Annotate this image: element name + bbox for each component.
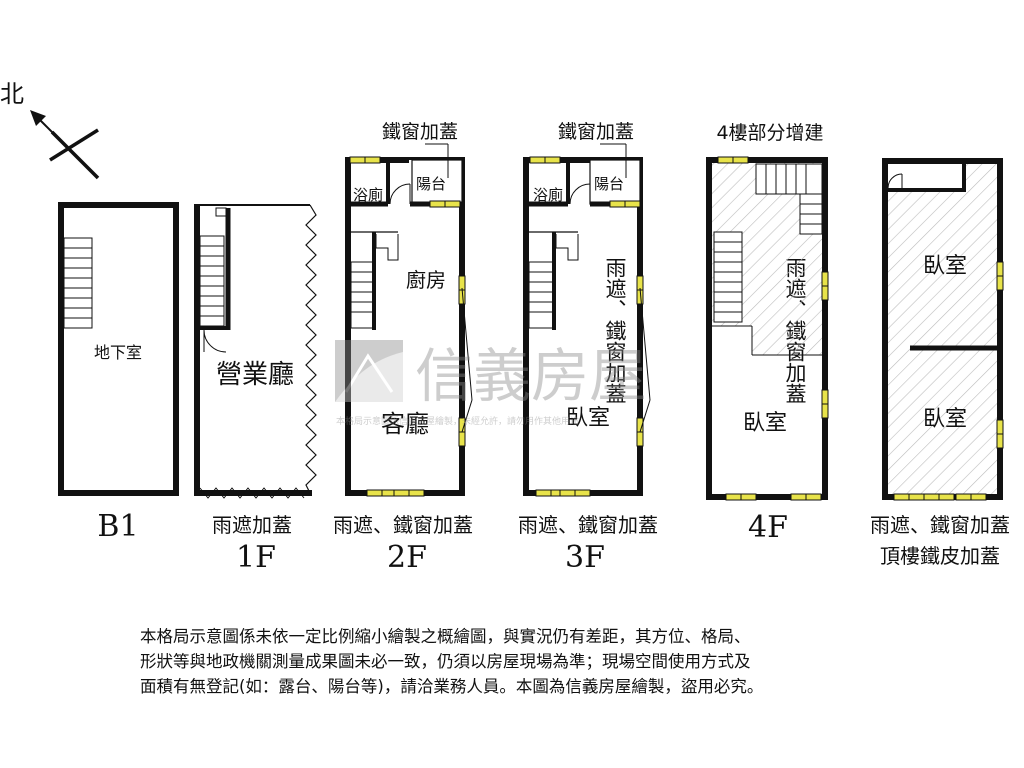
room-label-bedroom: 臥室 <box>566 406 610 431</box>
floor-plan-1f: 營業廳 雨遮加蓋 1F <box>194 204 317 575</box>
north-arrow-icon <box>30 110 46 126</box>
room-label-business-hall: 營業廳 <box>216 360 294 390</box>
disclaimer-line: 形狀等與地政機關測量成果圖未必一致，仍須以房屋現場為準；現場空間使用方式及 <box>140 652 751 671</box>
floor-plan-b1: 地下室 B1 <box>58 202 179 544</box>
note-3f-iron-window: 鐵窗加蓋 <box>558 121 634 143</box>
note-roof-canopy: 雨遮、鐵窗加蓋 <box>870 513 1010 537</box>
stairs-icon <box>528 234 579 329</box>
watermark-notice: 本格局示意圖係信義房屋繪製，未經允許，請勿用作其他用途 <box>336 415 579 427</box>
room-label-bedroom: 臥室 <box>923 254 967 279</box>
room-label-balcony: 陽台 <box>594 175 624 193</box>
floor-plan-roof: 臥室 臥室 雨遮、鐵窗加蓋 頂樓鐵皮加蓋 <box>870 158 1010 568</box>
disclaimer-line: 本格局示意圖係未依一定比例縮小繪製之概繪圖，與實況仍有差距，其方位、格局、 <box>140 627 751 646</box>
note-3f-front-canopy: 雨遮、鐵窗加蓋 <box>518 513 658 537</box>
north-compass: 北 <box>0 80 100 180</box>
watermark: 信義房屋 本格局示意圖係信義房屋繪製，未經允許，請勿用作其他用途 <box>335 340 647 427</box>
watermark-brand: 信義房屋 <box>415 342 647 410</box>
stairs-icon <box>350 234 399 329</box>
room-label-bedroom: 臥室 <box>923 407 967 432</box>
stairs-icon <box>199 235 225 327</box>
disclaimer: 本格局示意圖係未依一定比例縮小繪製之概繪圖，與實況仍有差距，其方位、格局、 形狀… <box>140 624 900 699</box>
note-roof-iron-sheet: 頂樓鐵皮加蓋 <box>880 544 1000 568</box>
floor-plan-4f: 4樓部分增建 臥室 4F <box>706 122 829 545</box>
brand-logo-icon <box>335 340 403 402</box>
room-label-bathroom: 浴廁 <box>353 186 383 204</box>
note-4f-extension: 4樓部分增建 <box>716 122 823 144</box>
disclaimer-line: 面積有無登記(如：露台、陽台等)，請洽業務人員。本圖為信義房屋繪製，盜用必究。 <box>140 677 764 696</box>
floor-label-1f: 1F <box>236 540 276 575</box>
room-label-bathroom: 浴廁 <box>533 186 563 204</box>
floor-label-2f: 2F <box>387 540 427 575</box>
room-label-living-room: 客廳 <box>381 410 429 438</box>
room-label-balcony: 陽台 <box>416 175 446 193</box>
room-label-basement: 地下室 <box>94 343 142 362</box>
note-2f-front-canopy: 雨遮、鐵窗加蓋 <box>333 513 473 537</box>
stairs-icon <box>63 237 93 329</box>
note-1f-canopy: 雨遮加蓋 <box>212 513 292 537</box>
north-label: 北 <box>0 80 24 108</box>
floor-label-3f: 3F <box>565 540 605 575</box>
room-label-kitchen: 廚房 <box>406 268 446 292</box>
note-2f-iron-window: 鐵窗加蓋 <box>382 121 458 143</box>
room-label-bedroom: 臥室 <box>743 411 787 436</box>
floor-label-b1: B1 <box>97 509 138 544</box>
floor-label-4f: 4F <box>748 510 788 545</box>
stairs-icon <box>713 163 823 323</box>
